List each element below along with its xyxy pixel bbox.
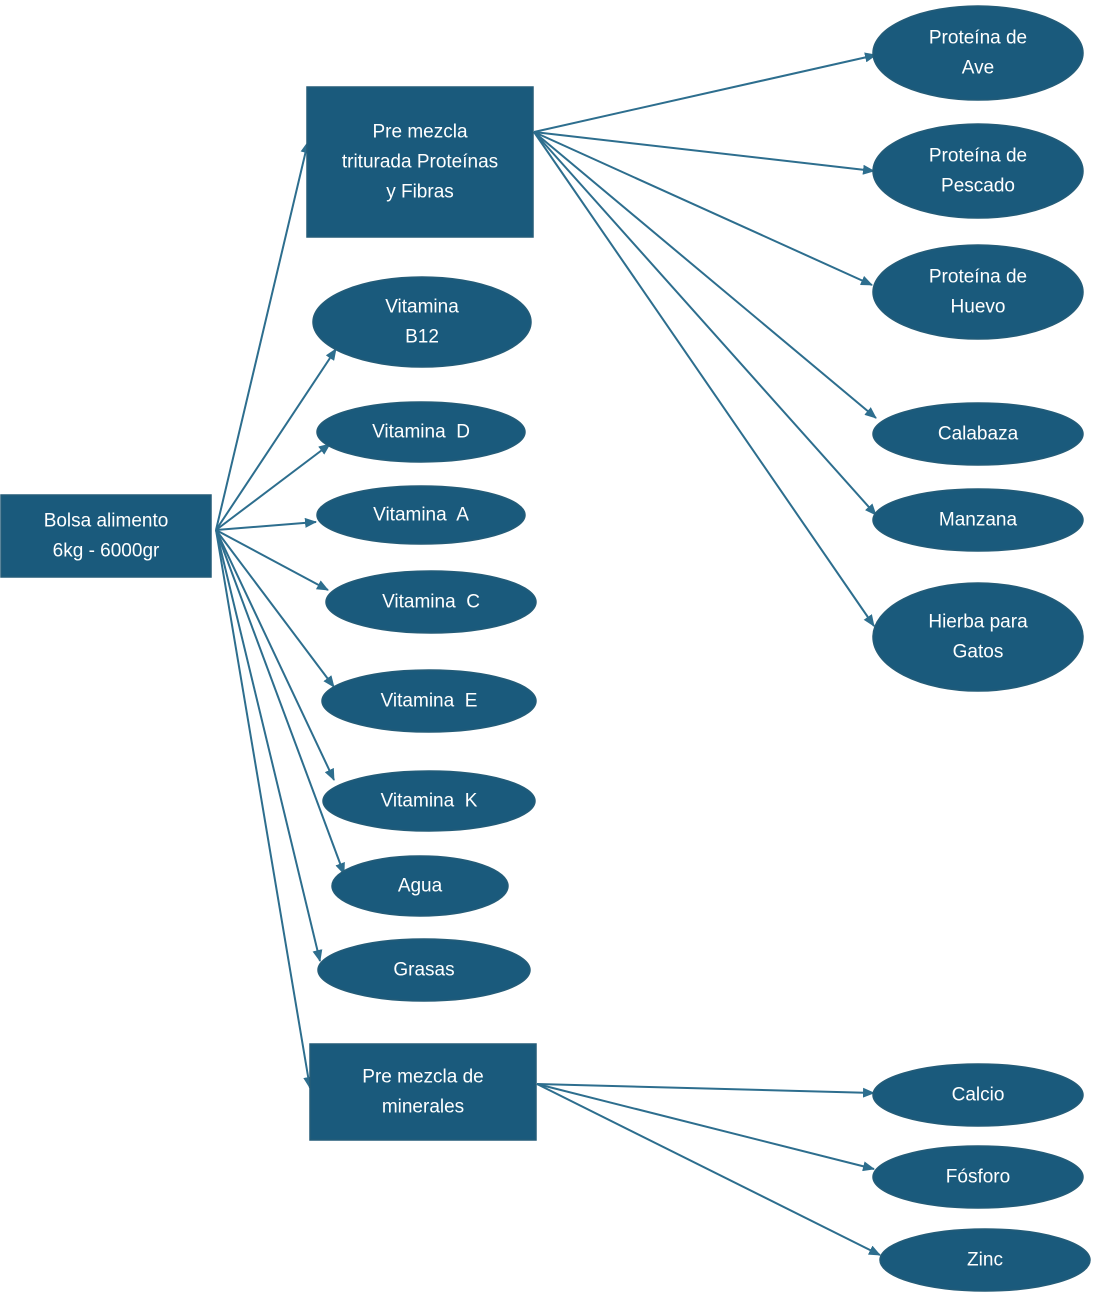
node-proteina-huevo: Proteína de Huevo (872, 244, 1084, 340)
arrow-premezcla-minerales-to-zinc (536, 1083, 881, 1256)
arrow-bolsa-to-premezcla-minerales (215, 529, 314, 1089)
arrow-bolsa-to-vitamina-a (215, 517, 317, 531)
node-calabaza-shape (872, 402, 1084, 466)
node-proteina-ave-label: Proteína de (929, 28, 1027, 49)
arrow-bolsa-to-vitamina-e (215, 529, 335, 688)
node-vitamina-b12-label: B12 (405, 327, 439, 348)
node-proteina-ave-label: Ave (962, 58, 994, 79)
arrow-premezcla-proteinas-to-calabaza (533, 131, 877, 419)
node-zinc-label: Zinc (967, 1250, 1003, 1271)
node-fosforo: Fósforo (872, 1145, 1084, 1209)
node-premezcla-proteinas-label: Pre mezcla (372, 122, 467, 143)
node-fosforo-label: Fósforo (946, 1167, 1010, 1188)
arrow-bolsa-to-grasas (215, 529, 323, 962)
node-vitamina-b12-shape (312, 276, 532, 368)
node-grasas-label: Grasas (393, 960, 454, 981)
node-proteina-pescado-label: Proteína de (929, 146, 1027, 167)
node-agua-shape (331, 855, 509, 917)
node-hierba-label: Hierba para (928, 612, 1028, 633)
node-proteina-ave: Proteína de Ave (872, 5, 1084, 101)
node-proteina-pescado-label: Pescado (941, 176, 1015, 197)
node-premezcla-minerales: Pre mezcla de minerales (309, 1043, 537, 1141)
node-bolsa: Bolsa alimento 6kg - 6000gr (0, 494, 212, 578)
arrow-premezcla-proteinas-to-proteina-pescado (533, 131, 875, 175)
arrow-bolsa-to-vitamina-b12 (215, 348, 337, 531)
node-vitamina-c: Vitamina C (325, 570, 537, 634)
node-vitamina-e-label: Vitamina E (381, 691, 478, 712)
node-premezcla-minerales-label: Pre mezcla de (362, 1067, 483, 1088)
nodes: Bolsa alimento 6kg - 6000gr Pre mezcla trit… (0, 5, 1091, 1292)
node-proteina-pescado: Proteína de Pescado (872, 123, 1084, 219)
node-vitamina-d-label: Vitamina D (372, 422, 470, 443)
arrow-bolsa-to-agua (215, 529, 345, 875)
node-premezcla-proteinas-label: y Fibras (386, 182, 454, 203)
node-calcio-shape (872, 1063, 1084, 1127)
node-premezcla-proteinas-label: triturada Proteínas (342, 152, 498, 173)
node-vitamina-k: Vitamina K (322, 770, 536, 832)
node-calcio-label: Calcio (952, 1085, 1005, 1106)
node-proteina-huevo-label: Huevo (951, 297, 1006, 318)
arrow-bolsa-to-vitamina-d (215, 443, 331, 531)
node-fosforo-shape (872, 1145, 1084, 1209)
node-proteina-pescado-shape (872, 123, 1084, 219)
node-bolsa-shape (0, 494, 212, 578)
edges (215, 52, 881, 1256)
node-vitamina-e: Vitamina E (321, 669, 537, 733)
node-zinc-shape (879, 1228, 1091, 1292)
node-bolsa-label: Bolsa alimento (44, 511, 169, 532)
node-proteina-ave-shape (872, 5, 1084, 101)
node-premezcla-minerales-label: minerales (382, 1097, 464, 1118)
arrow-premezcla-proteinas-to-proteina-huevo (533, 131, 873, 286)
arrow-premezcla-minerales-to-fosforo (536, 1083, 875, 1172)
node-vitamina-d-shape (316, 401, 526, 463)
node-proteina-huevo-shape (872, 244, 1084, 340)
node-calcio: Calcio (872, 1063, 1084, 1127)
arrow-premezcla-minerales-to-calcio (536, 1083, 875, 1098)
arrow-premezcla-proteinas-to-proteina-ave (533, 52, 877, 133)
node-vitamina-c-label: Vitamina C (382, 592, 480, 613)
node-vitamina-k-shape (322, 770, 536, 832)
arrow-bolsa-to-vitamina-c (215, 529, 329, 591)
node-premezcla-minerales-shape (309, 1043, 537, 1141)
node-zinc: Zinc (879, 1228, 1091, 1292)
arrow-bolsa-to-vitamina-k (215, 529, 335, 781)
node-vitamina-k-label: Vitamina K (381, 791, 478, 812)
node-calabaza-label: Calabaza (938, 424, 1019, 445)
node-manzana-shape (872, 488, 1084, 552)
node-vitamina-a: Vitamina A (316, 485, 526, 545)
node-agua: Agua (331, 855, 509, 917)
arrow-premezcla-proteinas-to-manzana (533, 131, 877, 516)
node-hierba-label: Gatos (953, 642, 1004, 663)
node-calabaza: Calabaza (872, 402, 1084, 466)
arrow-premezcla-proteinas-to-hierba (533, 131, 875, 627)
node-hierba-shape (872, 582, 1084, 692)
node-vitamina-e-shape (321, 669, 537, 733)
node-manzana: Manzana (872, 488, 1084, 552)
node-agua-label: Agua (398, 876, 443, 897)
node-manzana-label: Manzana (939, 510, 1018, 531)
node-vitamina-c-shape (325, 570, 537, 634)
node-grasas: Grasas (317, 938, 531, 1002)
node-proteina-huevo-label: Proteína de (929, 267, 1027, 288)
node-premezcla-proteinas: Pre mezcla triturada Proteínas y Fibras (306, 86, 534, 238)
node-vitamina-a-label: Vitamina A (373, 505, 469, 526)
node-vitamina-d: Vitamina D (316, 401, 526, 463)
node-bolsa-label: 6kg - 6000gr (53, 541, 160, 562)
node-vitamina-b12-label: Vitamina (385, 297, 459, 318)
node-vitamina-a-shape (316, 485, 526, 545)
node-grasas-shape (317, 938, 531, 1002)
arrow-bolsa-to-premezcla-proteinas (215, 141, 311, 531)
node-premezcla-proteinas-shape (306, 86, 534, 238)
